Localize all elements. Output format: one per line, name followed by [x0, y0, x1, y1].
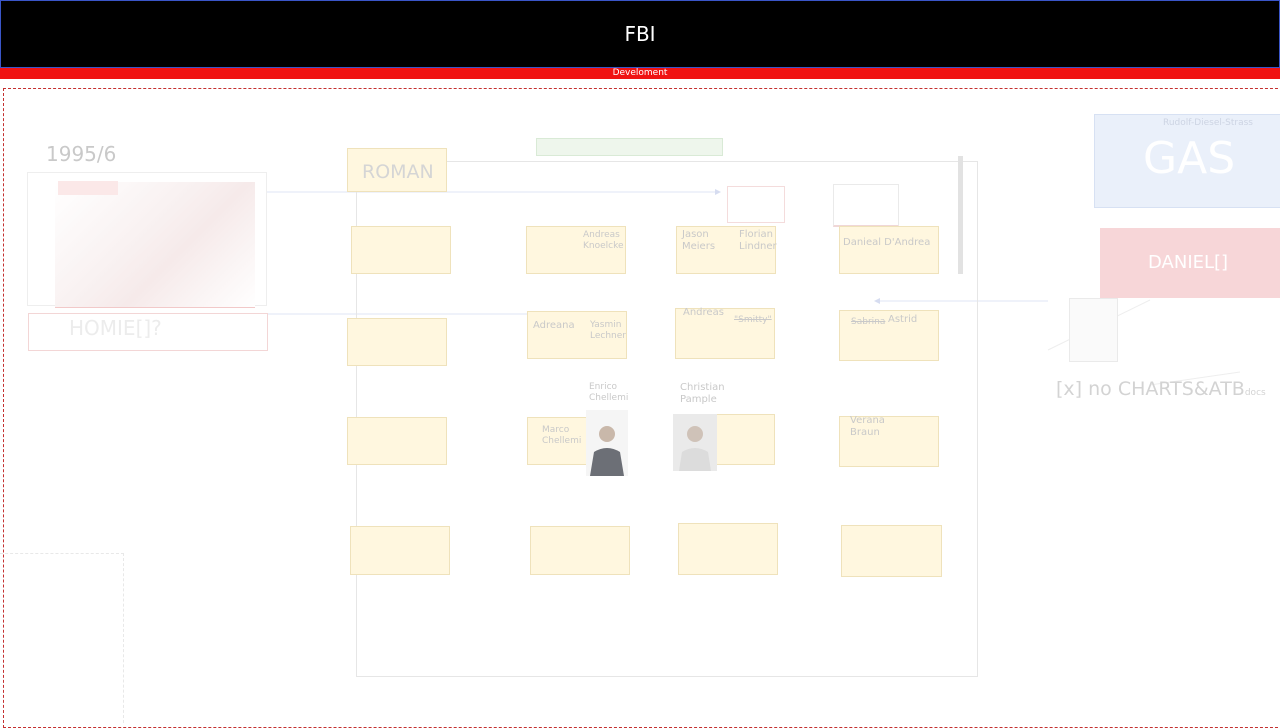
note-text-adreana: Adreana: [533, 320, 575, 331]
photo-thumbnail: [55, 182, 255, 308]
subtitle-bar: Develoment: [0, 68, 1280, 79]
note-r4c1: [350, 526, 450, 575]
note-r1c1: [351, 226, 451, 274]
small-card-pink: [727, 186, 785, 223]
charts-note: [x] no CHARTS&ATBdocs: [1056, 378, 1266, 401]
green-label-bar: [536, 138, 723, 156]
daniel-card: DANIEL[]: [1100, 228, 1280, 298]
gas-card: Rudolf-Diesel-Strass GAS: [1094, 114, 1280, 208]
note-text-smitty: "Smitty": [734, 315, 772, 325]
small-card-grey: [833, 184, 899, 227]
daniel-label: DANIEL[]: [1148, 252, 1229, 273]
homie-label: HOMIE[]?: [69, 316, 162, 340]
note-r3c1: [347, 417, 447, 465]
note-text-florian: Florian Lindner: [739, 229, 777, 252]
charts-note-small: docs: [1244, 388, 1266, 398]
note-r3c4: Verana Braun: [839, 415, 939, 467]
left-card-top: [27, 172, 267, 308]
note-r2c1: [347, 318, 447, 366]
title-bar: FBI: [0, 0, 1280, 68]
note-text-verana: Verana Braun: [850, 415, 885, 438]
note-r4c4: [841, 525, 942, 577]
board-title: ROMAN: [362, 161, 434, 183]
board-title-card: ROMAN: [347, 148, 447, 192]
connector-diagonal-2: [1149, 371, 1241, 386]
note-r2c2: Adreana Yasmin Lechner: [527, 311, 627, 359]
note-text-andreas: Andreas: [683, 307, 724, 318]
photo-caption: [58, 181, 118, 195]
note-text-enrico: Enrico Chellemi: [589, 382, 629, 403]
note-r1c2: Andreas Knoelcke: [526, 226, 626, 274]
left-card-homie: HOMIE[]?: [28, 313, 268, 351]
note-text-jason: Jason Meiers: [682, 229, 716, 252]
note-r4c3: [678, 523, 778, 575]
note-text-christian: Christian Pample: [680, 382, 725, 405]
note-r2c3: Andreas "Smitty": [675, 307, 775, 359]
note-text-sabrina: Sabrina: [851, 317, 886, 327]
note-text-yasmin: Yasmin Lechner: [590, 320, 626, 341]
page-subtitle: Develoment: [612, 68, 668, 78]
note-r2c4: Sabrina Astrid: [839, 310, 939, 361]
small-photo-frame: [1069, 298, 1118, 362]
charts-note-text: [x] no CHARTS&ATB: [1056, 378, 1245, 400]
gas-label: GAS: [1143, 133, 1236, 184]
photo-christian: [673, 414, 717, 471]
left-bottom-frame: [0, 553, 124, 723]
photo-enrico: [586, 410, 628, 476]
board-scroll-handle[interactable]: [958, 156, 963, 274]
note-text-marco: Marco Chellemi: [542, 425, 582, 446]
note-r4c2: [530, 526, 630, 575]
note-text-danieal: Danieal D'Andrea: [843, 237, 931, 248]
year-label: 1995/6: [46, 142, 117, 166]
page-title: FBI: [624, 22, 656, 46]
street-label: Rudolf-Diesel-Strass: [1163, 118, 1253, 128]
note-r1c4: Danieal D'Andrea: [839, 226, 939, 274]
note-text-astrid: Astrid: [888, 314, 918, 325]
note-r1c3: Jason Meiers Florian Lindner: [676, 226, 777, 274]
note-text-andreas-k: Andreas Knoelcke: [583, 230, 624, 251]
